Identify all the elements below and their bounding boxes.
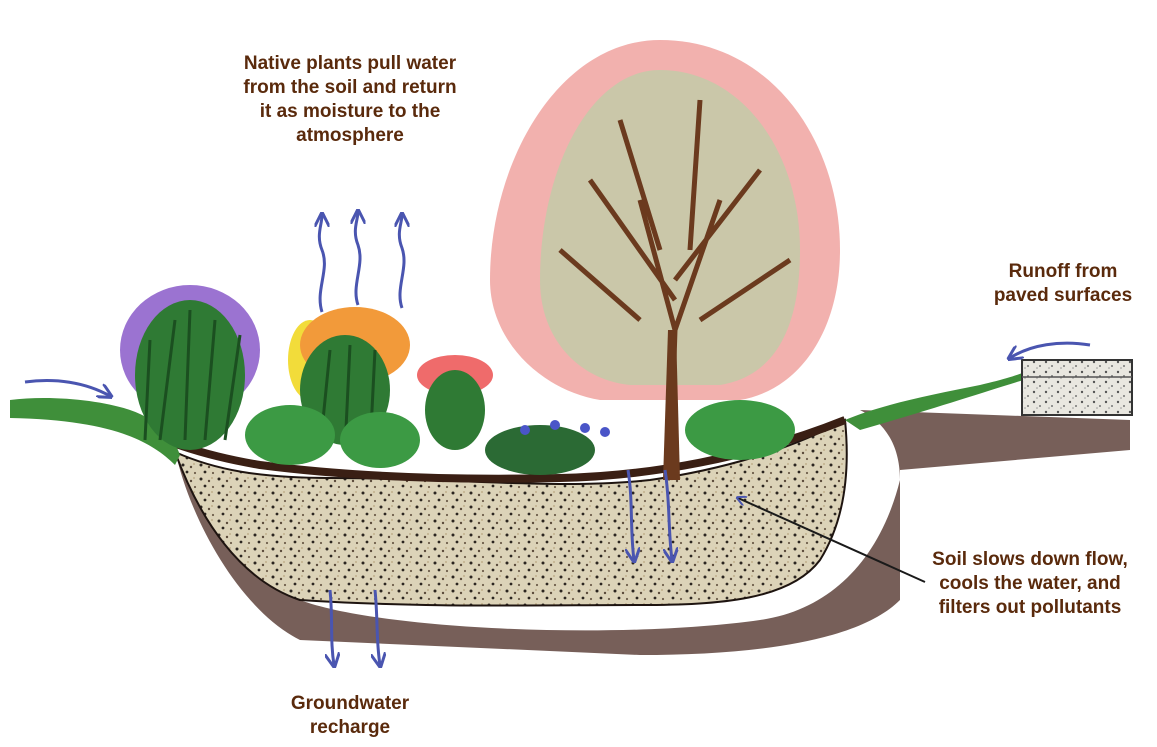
transpiration-label-line-2: from the soil and return [200, 76, 500, 100]
curb-block-illustration [1022, 360, 1132, 415]
transpiration-arrow-2 [355, 212, 360, 305]
transpiration-arrow-1 [319, 215, 324, 312]
groundwater-label-line-2: recharge [240, 716, 460, 740]
soil-label-line-1: Soil slows down flow, [905, 548, 1155, 572]
transpiration-label: Native plants pull water from the soil a… [200, 52, 500, 148]
runoff-label-line-1: Runoff from [968, 260, 1157, 284]
left-inflow-arrow [25, 381, 110, 396]
transpiration-arrow-3 [399, 215, 404, 308]
groundwater-label-line-1: Groundwater [240, 692, 460, 716]
soil-label-line-3: filters out pollutants [905, 596, 1155, 620]
groundwater-label: Groundwater recharge [240, 692, 460, 740]
soil-label-line-2: cools the water, and [905, 572, 1155, 596]
runoff-arrow [1010, 343, 1090, 358]
runoff-label-line-2: paved surfaces [968, 284, 1157, 308]
tree-illustration [490, 40, 840, 480]
runoff-label: Runoff from paved surfaces [968, 260, 1157, 308]
transpiration-label-line-4: atmosphere [200, 124, 500, 148]
transpiration-label-line-1: Native plants pull water [200, 52, 500, 76]
soil-label: Soil slows down flow, cools the water, a… [905, 548, 1155, 620]
transpiration-label-line-3: it as moisture to the [200, 100, 500, 124]
pink-flower-illustration [417, 355, 493, 450]
